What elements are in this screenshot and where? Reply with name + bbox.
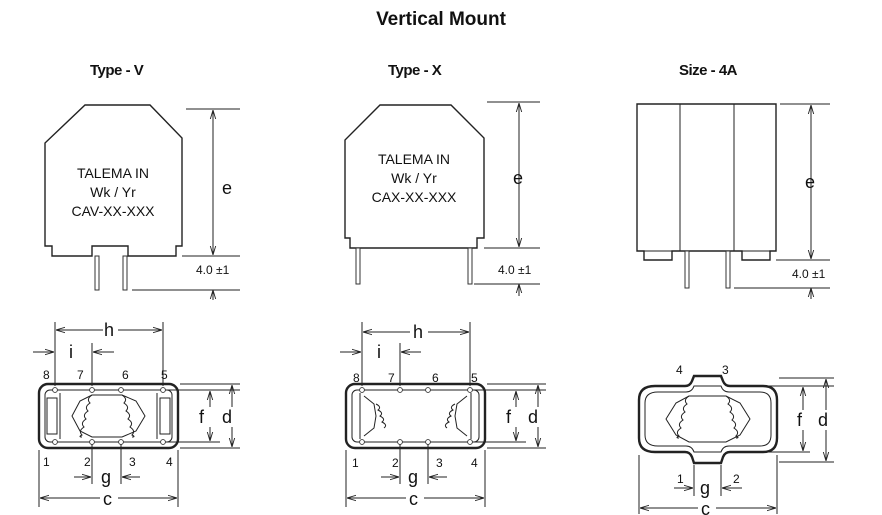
size-4a-lead: [684, 250, 690, 289]
type-v-side-view: TALEMA IN Wk / Yr CAV-XX-XXX e 4.0 ±1: [44, 104, 240, 300]
type-x-lead-length: 4.0 ±1: [498, 263, 532, 277]
type-x-marking-line1: TALEMA IN: [378, 151, 450, 167]
type-v-g-label: g: [101, 467, 111, 487]
type-x-d-label: d: [528, 407, 538, 427]
type-x-e-label: e: [513, 168, 523, 188]
type-x-housing-outline: [344, 382, 487, 450]
type-v-pin-3: 3: [129, 455, 136, 469]
size-4a-d-label: d: [818, 410, 828, 430]
size-4a-bottom-view: 4 3 1 2 f d g c: [637, 363, 838, 515]
type-x-f-label: f: [506, 407, 512, 427]
size-4a-e-label: e: [805, 172, 815, 192]
type-v-pin-1: 1: [43, 455, 50, 469]
type-v-f-label: f: [199, 407, 205, 427]
type-x-bottom-view: 8 7 6 5 1 2 3 4 h i f d g: [340, 322, 549, 509]
type-x-body: [344, 104, 485, 249]
type-x-pin-8: 8: [353, 371, 360, 385]
type-v-housing-outline: [37, 382, 180, 450]
size-4a-f-label: f: [797, 410, 803, 430]
type-x-lead: [467, 247, 473, 285]
size-4a-lead-length: 4.0 ±1: [792, 267, 826, 281]
type-v-c-label: c: [103, 489, 112, 509]
size-4a-pin-3: 3: [722, 363, 729, 377]
type-x-pin-1: 1: [352, 456, 359, 470]
type-v-lead: [122, 255, 128, 291]
type-v-marking-line3: CAV-XX-XXX: [72, 203, 156, 219]
type-v-pin-8: 8: [43, 368, 50, 382]
type-x-marking-line3: CAX-XX-XXX: [372, 189, 457, 205]
type-v-body: [44, 104, 183, 257]
type-v-i-label: i: [69, 342, 73, 362]
type-v-marking-line2: Wk / Yr: [90, 184, 136, 200]
page-title: Vertical Mount: [376, 9, 506, 30]
type-x-g-label: g: [408, 467, 418, 487]
type-v-pin-2: 2: [84, 455, 91, 469]
type-x-side-view: TALEMA IN Wk / Yr CAX-XX-XXX e 4.0 ±1: [344, 101, 540, 296]
size-4a-g-label: g: [700, 478, 710, 498]
type-v-e-label: e: [222, 178, 232, 198]
type-x-pin-4: 4: [471, 456, 478, 470]
type-v-pin-6: 6: [122, 368, 129, 382]
size-4a-pin-4: 4: [676, 363, 683, 377]
type-v-label: Type - V: [90, 62, 144, 79]
type-v-lead-length: 4.0 ±1: [196, 263, 230, 277]
type-v-pin-4: 4: [166, 455, 173, 469]
size-4a-lead: [725, 250, 731, 289]
type-x-pin-7: 7: [388, 371, 395, 385]
size-4a-side-view: e 4.0 ±1: [636, 103, 830, 299]
size-4a-pin-1: 1: [677, 472, 684, 486]
type-v-h-label: h: [104, 320, 114, 340]
size-4a-housing-outline: [637, 374, 779, 465]
type-x-c-label: c: [409, 489, 418, 509]
type-x-pin-5: 5: [471, 371, 478, 385]
size-4a-body: [636, 103, 777, 261]
type-x-h-label: h: [413, 322, 423, 342]
size-4a-label: Size - 4A: [679, 62, 738, 79]
type-x-pin-6: 6: [432, 371, 439, 385]
type-x-label: Type - X: [388, 62, 442, 79]
type-v-marking-line1: TALEMA IN: [77, 165, 149, 181]
type-x-i-label: i: [377, 342, 381, 362]
size-4a-c-label: c: [701, 499, 710, 515]
type-v-lead: [94, 255, 100, 291]
type-v-pin-7: 7: [77, 368, 84, 382]
type-v-pin-5: 5: [161, 368, 168, 382]
type-x-pin-3: 3: [436, 456, 443, 470]
type-x-pin-2: 2: [392, 456, 399, 470]
size-4a-pin-2: 2: [733, 472, 740, 486]
type-v-d-label: d: [222, 407, 232, 427]
type-x-marking-line2: Wk / Yr: [391, 170, 437, 186]
type-v-bottom-view: 8 7 6 5 1 2 3 4 h i f d g: [33, 320, 243, 509]
type-x-lead: [355, 247, 361, 285]
